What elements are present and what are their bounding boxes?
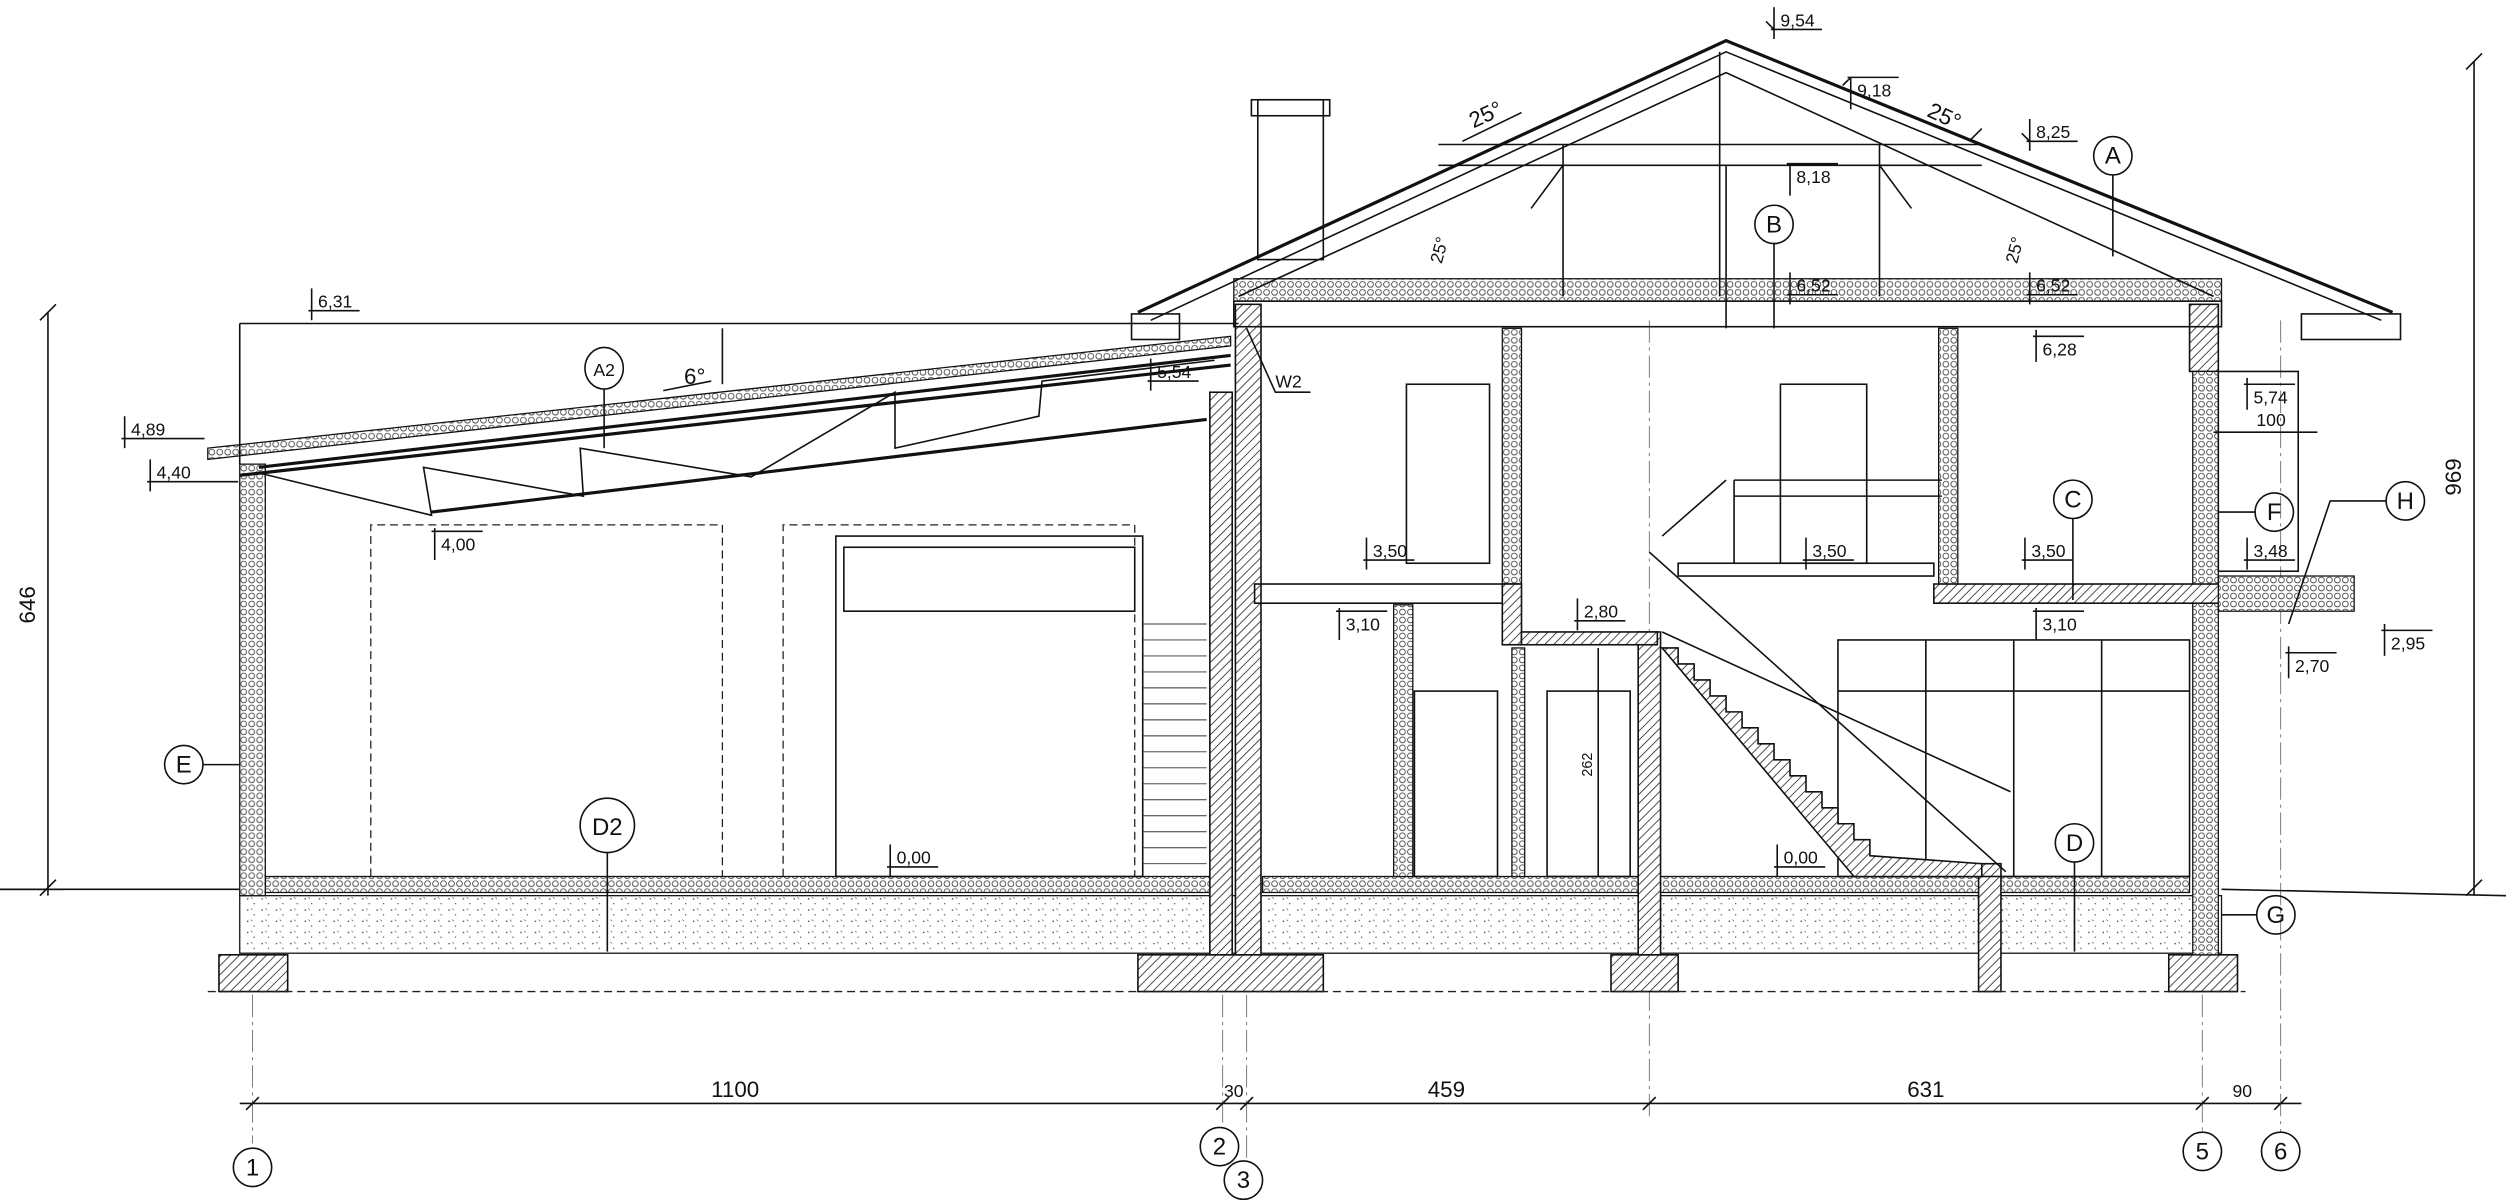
- elevation-label: 6,28: [2043, 339, 2077, 359]
- main-roof: [1130, 38, 2402, 341]
- openings: [1405, 383, 2191, 878]
- callout-c: C: [2052, 479, 2093, 600]
- elevation-label: 3,50: [1812, 541, 1846, 561]
- elevation-markers: 9,54 9,18 8,25 8,18 6,52 6,52 6,28 5,74 …: [121, 7, 2433, 877]
- stairs: [1648, 479, 2011, 878]
- elevation-label: 6,52: [2036, 276, 2070, 296]
- svg-text:G: G: [2267, 902, 2286, 929]
- elevation-label: 6,31: [318, 292, 352, 312]
- callout-g: G: [2221, 894, 2296, 935]
- svg-text:1: 1: [246, 1154, 259, 1181]
- dimension-label: 459: [1428, 1077, 1465, 1102]
- angle-label: 25°: [1426, 235, 1452, 266]
- elevation-label: 4,89: [131, 419, 165, 439]
- angle-label: 25°: [2001, 235, 2027, 266]
- elevation-label: 5,74: [2253, 387, 2287, 407]
- elevation-label: 2,70: [2295, 656, 2329, 676]
- floors: [1233, 278, 2355, 646]
- dimension-label: 30: [1224, 1081, 1244, 1101]
- callout-w2: W2: [1245, 327, 1311, 394]
- elevation-label: 2,95: [2391, 634, 2425, 654]
- callout-e: E: [163, 744, 240, 785]
- elevation-label: 3,50: [1373, 541, 1407, 561]
- svg-text:3: 3: [1237, 1167, 1250, 1194]
- svg-text:E: E: [176, 752, 192, 779]
- elevation-label: 3,10: [1346, 614, 1380, 634]
- dimension-label: 1100: [711, 1077, 759, 1102]
- elevation-label: 9,54: [1780, 10, 1814, 30]
- svg-text:W2: W2: [1275, 371, 1301, 391]
- elevation-label: 3,50: [2031, 541, 2065, 561]
- elevation-label: 5,54: [1157, 362, 1191, 382]
- chimney: [1256, 98, 1325, 261]
- axis-marker-1: 1: [232, 1147, 273, 1188]
- grid-axis-lines: [252, 320, 2282, 1160]
- elevation-label: 9,18: [1857, 81, 1891, 101]
- callout-f: F: [2218, 492, 2295, 533]
- svg-text:H: H: [2397, 488, 2414, 515]
- svg-text:6: 6: [2274, 1138, 2287, 1165]
- svg-text:A2: A2: [593, 360, 615, 380]
- svg-text:D2: D2: [592, 814, 623, 841]
- elevation-label: 3,10: [2043, 614, 2077, 634]
- walls: [239, 303, 2300, 956]
- elevation-label: 3,48: [2253, 541, 2287, 561]
- lean-to-roof-truss: [207, 322, 1239, 878]
- callout-h: H: [2287, 480, 2426, 625]
- svg-text:F: F: [2267, 499, 2282, 526]
- axis-marker-3: 3: [1223, 1160, 1264, 1200]
- grid-axis-markers: 1 2 3 5 6: [232, 1126, 2301, 1200]
- dimension-label: 262: [1580, 753, 1596, 777]
- callout-d: D: [2054, 822, 2095, 952]
- svg-text:2: 2: [1213, 1134, 1226, 1161]
- elevation-label: 0,00: [897, 848, 931, 868]
- dimension-label: 969: [2441, 458, 2466, 495]
- dimension-label: 631: [1907, 1077, 1944, 1102]
- elevation-label: 6,52: [1796, 276, 1830, 296]
- axis-marker-5: 5: [2182, 1131, 2223, 1172]
- callout-d2: D2: [579, 797, 636, 952]
- dimension-label: 90: [2233, 1081, 2253, 1101]
- elevation-label: 4,40: [157, 463, 191, 483]
- elevation-label: 0,00: [1784, 848, 1818, 868]
- axis-marker-2: 2: [1199, 1126, 1240, 1167]
- angle-label: 25°: [1465, 96, 1506, 133]
- elevation-label: 8,18: [1796, 167, 1830, 187]
- svg-text:D: D: [2066, 830, 2083, 857]
- elevation-label: 2,80: [1584, 602, 1618, 622]
- svg-text:C: C: [2064, 486, 2081, 513]
- dimension-lines: 1100 30 459 631 90 100 262 646 969: [0, 52, 2483, 1111]
- callout-b: B: [1754, 204, 1794, 329]
- callout-a: A: [2092, 135, 2133, 257]
- elevation-label: 8,25: [2036, 122, 2070, 142]
- callout-a2: A2: [584, 346, 625, 449]
- dimension-label: 646: [15, 586, 40, 623]
- axis-marker-6: 6: [2260, 1131, 2301, 1172]
- svg-text:A: A: [2105, 143, 2121, 170]
- svg-text:5: 5: [2196, 1138, 2209, 1165]
- callouts: A A2 B C D D2 E F G H W2: [163, 135, 2426, 952]
- svg-text:B: B: [1766, 211, 1782, 238]
- dimension-label: 100: [2256, 410, 2286, 430]
- roof-angles: 25° 25° 25° 25° 6°: [663, 96, 2028, 392]
- elevation-label: 4,00: [441, 534, 475, 554]
- angle-label: 25°: [1924, 98, 1965, 135]
